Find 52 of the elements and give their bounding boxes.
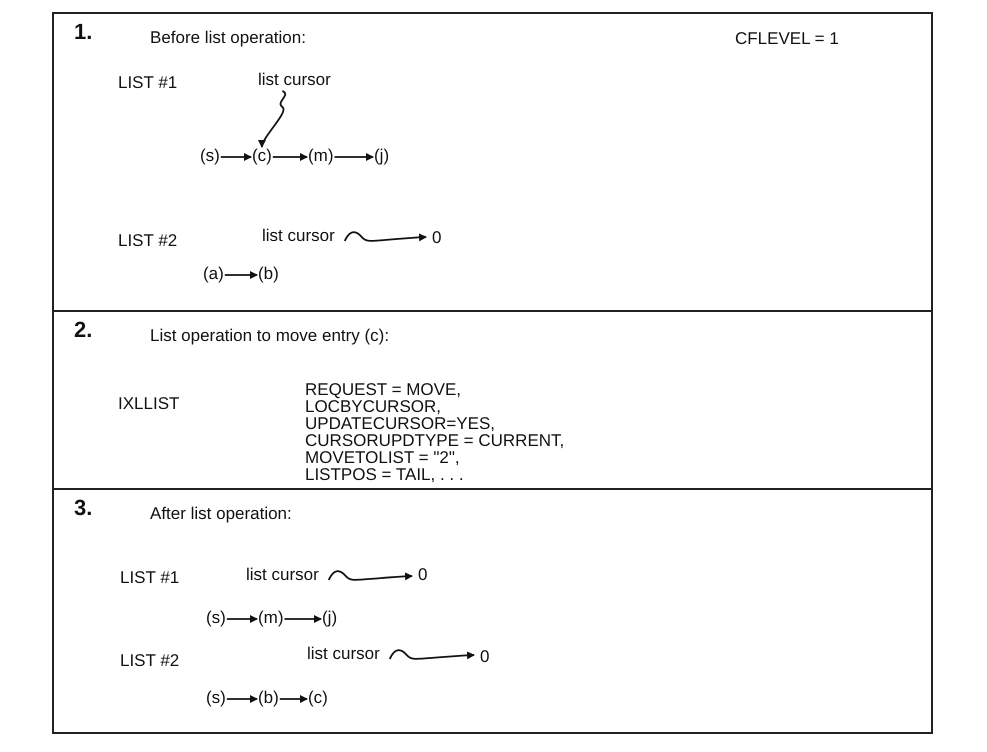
step-number: 3. xyxy=(74,495,92,521)
diagram-label: LOCBYCURSOR, xyxy=(305,398,442,415)
arrow xyxy=(220,153,252,161)
diagram-label: LIST #1 xyxy=(120,569,180,586)
step-panel xyxy=(52,310,933,490)
step-number: 1. xyxy=(74,19,92,45)
list-text: (b) xyxy=(258,264,279,284)
arrow xyxy=(284,615,322,623)
list-text: (s) xyxy=(206,608,226,628)
diagram-label: LIST #1 xyxy=(118,74,178,91)
arrow xyxy=(226,615,258,623)
step-panel xyxy=(52,12,933,312)
wavy-arrow xyxy=(388,649,475,660)
diagram-label: IXLLIST xyxy=(118,395,180,412)
list-text: (m) xyxy=(258,608,284,628)
list-text: 0 xyxy=(432,228,442,248)
list-text: list cursor xyxy=(262,226,335,246)
wavy-arrow xyxy=(259,90,286,148)
arrow xyxy=(272,153,308,161)
list-text: (a) xyxy=(203,264,224,284)
step-heading: Before list operation: xyxy=(150,28,306,48)
list-text: (c) xyxy=(252,146,272,166)
list-text: (c) xyxy=(308,688,328,708)
step-heading: List operation to move entry (c): xyxy=(150,326,390,346)
step-heading: After list operation: xyxy=(150,504,292,524)
diagram-label: LIST #2 xyxy=(120,652,180,669)
diagram-label: LIST #2 xyxy=(118,232,178,249)
list-text: (b) xyxy=(258,688,279,708)
diagram-label: LISTPOS = TAIL, . . . xyxy=(305,466,464,483)
arrow xyxy=(224,271,258,279)
list-text: (m) xyxy=(308,146,334,166)
step-panel xyxy=(52,488,933,734)
diagram-label: REQUEST = MOVE, xyxy=(305,381,462,398)
list-text: list cursor xyxy=(246,565,319,585)
diagram-label: CURSORUPDTYPE = CURRENT, xyxy=(305,432,564,449)
list-text: (j) xyxy=(322,608,338,628)
wavy-arrow xyxy=(328,570,413,581)
list-text: list cursor xyxy=(258,70,331,90)
diagram-label: CFLEVEL = 1 xyxy=(735,30,839,47)
arrow xyxy=(280,695,308,703)
arrow xyxy=(226,695,258,703)
list-text: (s) xyxy=(206,688,226,708)
list-text: (j) xyxy=(374,146,390,166)
arrow xyxy=(334,153,374,161)
diagram-label: MOVETOLIST = "2", xyxy=(305,449,460,466)
diagram-label: UPDATECURSOR=YES, xyxy=(305,415,496,432)
list-text: 0 xyxy=(418,565,428,585)
wavy-arrow xyxy=(344,231,427,242)
list-text: (s) xyxy=(200,146,220,166)
list-text: 0 xyxy=(480,647,490,667)
list-text: list cursor xyxy=(307,644,380,664)
step-number: 2. xyxy=(74,317,92,343)
